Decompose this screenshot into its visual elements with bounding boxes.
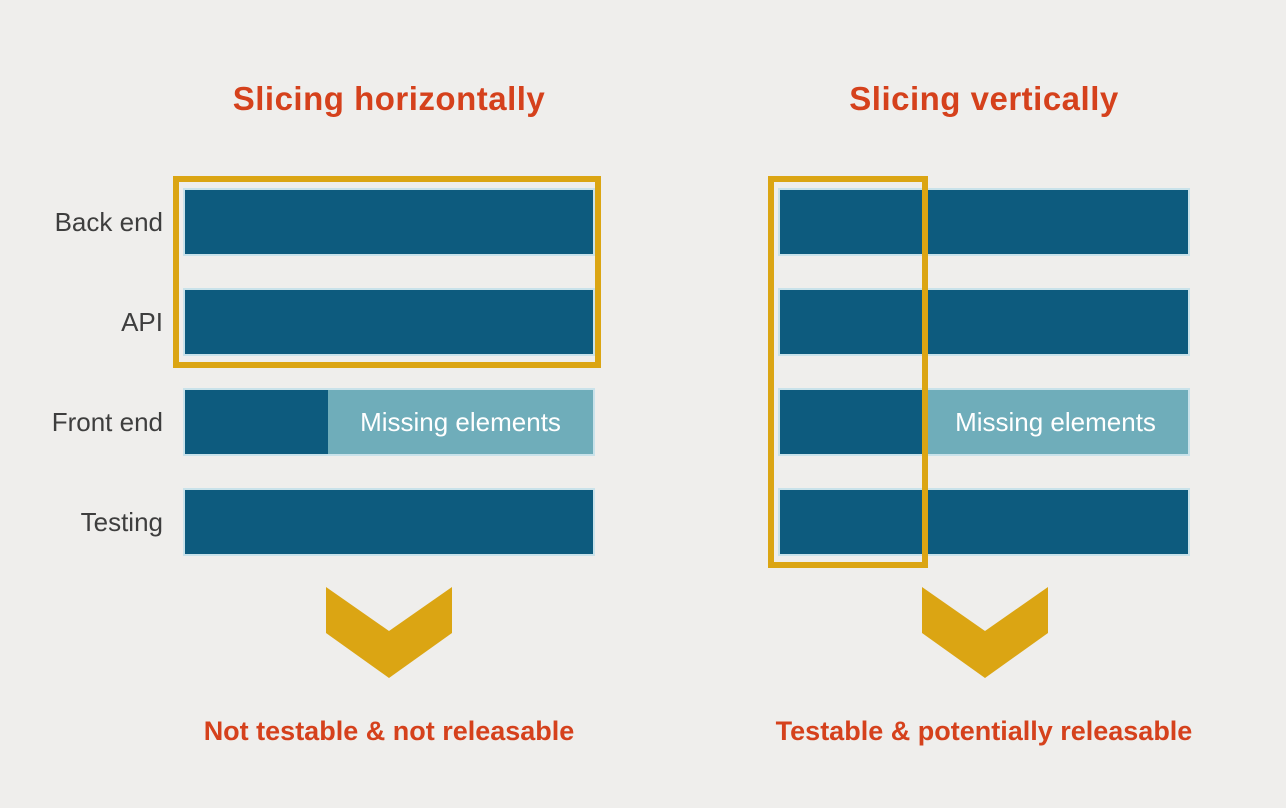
panel-title-horizontal: Slicing horizontally	[232, 80, 546, 117]
slice-outline-vertical	[768, 176, 928, 568]
bar-back-end-horizontal	[183, 188, 595, 256]
bar-api-horizontal	[183, 288, 595, 356]
panel-title-vertical: Slicing vertically	[849, 80, 1119, 117]
bar-front-end-horizontal: Missing elements	[183, 388, 595, 456]
missing-elements-segment: Missing elements	[328, 390, 593, 454]
bar-api-vertical	[778, 288, 1190, 356]
bar-back-end-vertical	[778, 188, 1190, 256]
missing-elements-segment: Missing elements	[923, 390, 1188, 454]
row-label-api: API	[121, 307, 163, 337]
bar-front-end-built-segment	[780, 390, 923, 454]
row-label-testing: Testing	[80, 507, 163, 537]
caption-not-testable: Not testable & not releasable	[203, 716, 575, 746]
bar-testing-horizontal	[183, 488, 595, 556]
chevron-down-icon	[922, 587, 1048, 678]
slice-outline-horizontal	[173, 176, 601, 368]
bar-front-end-built-segment	[185, 390, 328, 454]
bar-front-end-vertical: Missing elements	[778, 388, 1190, 456]
row-label-front-end: Front end	[51, 407, 163, 437]
row-label-back-end: Back end	[54, 207, 163, 237]
caption-testable: Testable & potentially releasable	[775, 716, 1193, 746]
bar-testing-vertical	[778, 488, 1190, 556]
chevron-down-icon	[326, 587, 452, 678]
